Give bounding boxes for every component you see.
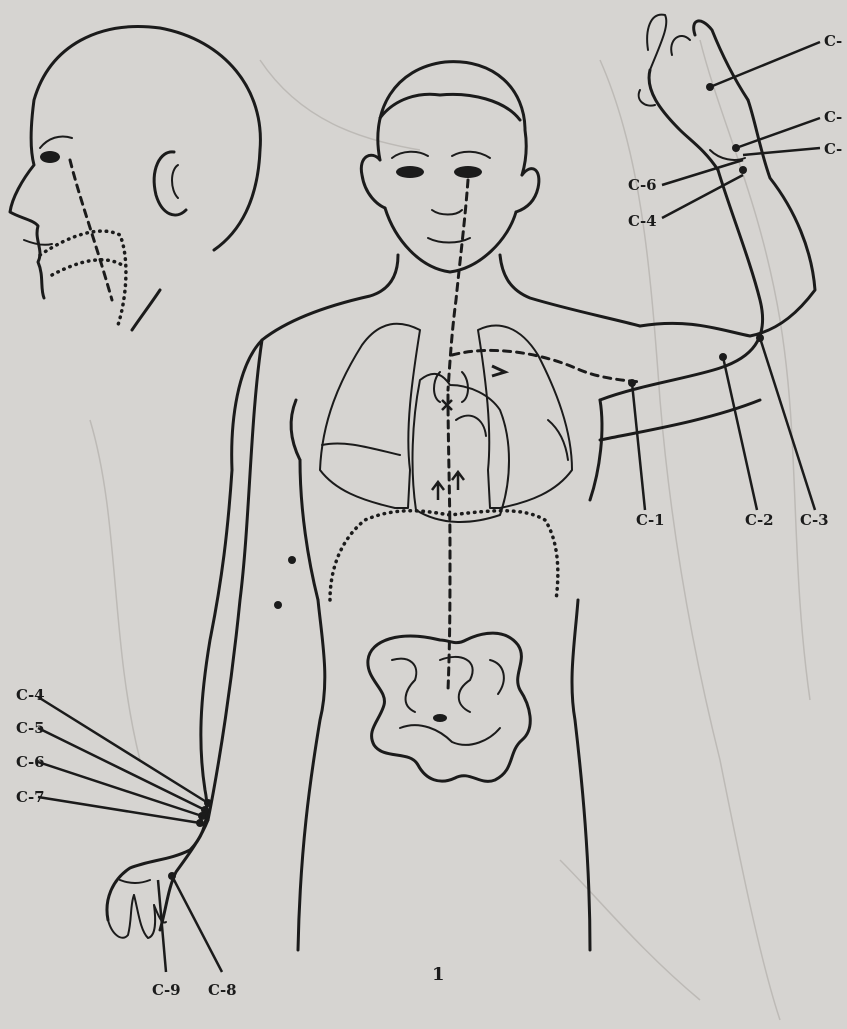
front-head [361,62,539,272]
label-c2: C-2 [745,511,774,529]
label-wrist-c4: C-4 [16,686,45,704]
page-number: 1 [432,964,445,985]
label-arm-top-3: C- [824,140,842,158]
label-c3: C-3 [800,511,829,529]
right-eye [454,166,482,178]
label-wrist-c6: C-6 [16,753,45,771]
acupoints [168,83,764,880]
intestine-center-mark [433,714,447,722]
lowered-arm-hand [107,340,262,938]
left-eye [396,166,424,178]
diaphragm-line [330,511,558,600]
label-arm-c6: C-6 [628,176,657,194]
label-c8: C-8 [208,981,237,999]
label-arm-c4: C-4 [628,212,657,230]
side-eye [40,151,60,163]
label-wrist-c7: C-7 [16,788,45,806]
label-c1: C-1 [636,511,665,529]
heart [413,372,509,522]
label-arm-top-2: C- [824,108,842,126]
label-c9: C-9 [152,981,181,999]
label-wrist-c5: C-5 [16,719,45,737]
side-head-profile [10,27,260,330]
meridian-path [432,180,640,690]
lungs [320,324,572,508]
label-arm-top-1: C- [824,32,842,50]
